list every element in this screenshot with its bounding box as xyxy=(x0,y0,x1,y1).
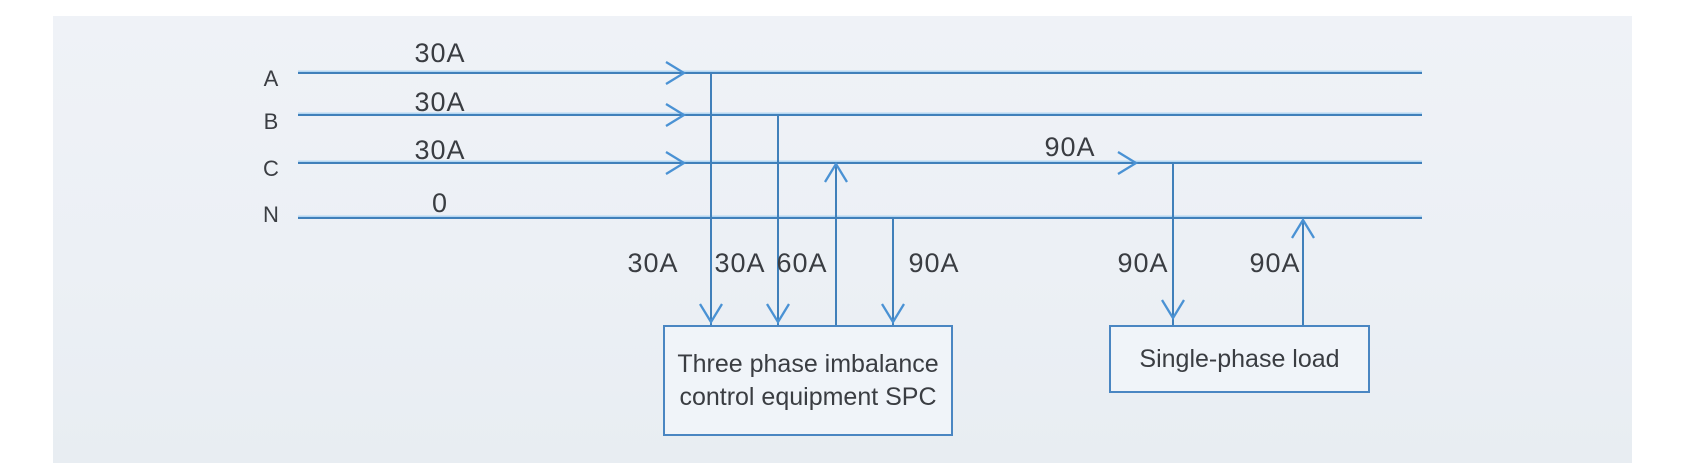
arrow-right-icon xyxy=(665,151,687,175)
branch-b-line xyxy=(777,114,779,326)
spc-box-text-line2: control equipment SPC xyxy=(679,382,937,411)
arrow-right-icon xyxy=(665,103,687,127)
phase-b-current: 30A xyxy=(414,87,466,117)
neutral-label: N xyxy=(263,202,279,227)
single-phase-load-box: Single-phase load xyxy=(1109,325,1370,393)
spc-box-text-line1: Three phase imbalance xyxy=(677,349,939,378)
spc-branch-c-current: 60A xyxy=(776,248,828,278)
phase-a-label: A xyxy=(263,66,279,91)
phase-c-label: C xyxy=(263,156,279,181)
neutral-line xyxy=(298,217,1422,219)
load-supply-current: 90A xyxy=(1117,248,1169,278)
branch-a-line xyxy=(710,72,712,326)
load-supply-line xyxy=(1172,162,1174,325)
phase-b-line xyxy=(298,114,1422,116)
neutral-current: 0 xyxy=(431,188,449,218)
arrow-right-icon xyxy=(665,61,687,85)
arrow-down-icon xyxy=(699,303,723,325)
phase-b-label: B xyxy=(263,109,279,134)
arrow-up-icon xyxy=(824,161,848,183)
load-box-text: Single-phase load xyxy=(1139,344,1340,373)
c-line-load-current: 90A xyxy=(1044,132,1096,162)
arrow-down-icon xyxy=(881,303,905,325)
branch-n-line xyxy=(892,217,894,326)
phase-c-current: 30A xyxy=(414,135,466,165)
arrow-down-icon xyxy=(1161,299,1185,321)
arrow-down-icon xyxy=(766,303,790,325)
load-return-current: 90A xyxy=(1249,248,1301,278)
load-return-line xyxy=(1302,220,1304,325)
arrow-right-icon xyxy=(1117,151,1139,175)
spc-branch-a-current: 30A xyxy=(627,248,679,278)
spc-branch-b-current: 30A xyxy=(714,248,766,278)
branch-c-compensation-line xyxy=(835,164,837,326)
phase-c-line xyxy=(298,162,1422,164)
spc-equipment-box: Three phase imbalance control equipment … xyxy=(663,325,953,436)
arrow-up-icon xyxy=(1291,217,1315,239)
phase-a-line xyxy=(298,72,1422,74)
spc-branch-n-current: 90A xyxy=(908,248,960,278)
phase-a-current: 30A xyxy=(414,38,466,68)
